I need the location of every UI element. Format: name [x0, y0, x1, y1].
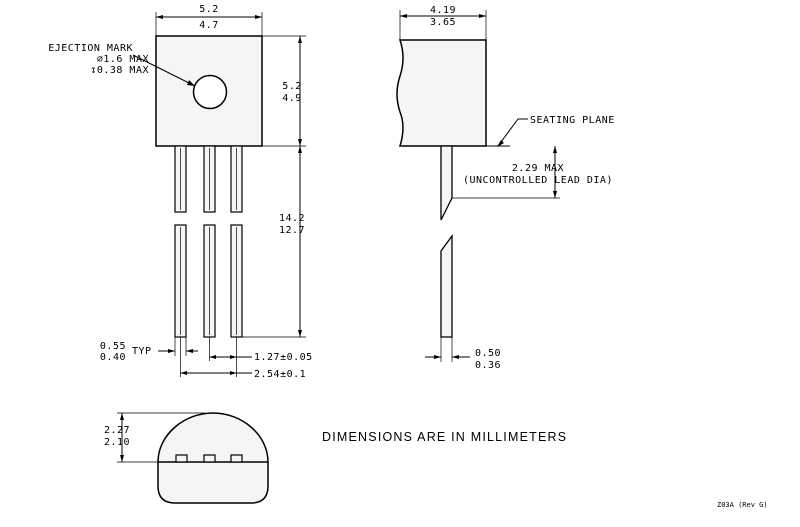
drawing-id: Z03A (Rev G) [717, 501, 768, 509]
seating-plane-label: SEATING PLANE [530, 115, 615, 126]
bottom-height-max: 2.27 [104, 425, 130, 436]
lead-thk-max: 0.50 [475, 348, 501, 359]
ejection-mark-label: EJECTION MARK [48, 43, 133, 54]
typ-label: TYP [132, 346, 152, 357]
width-min: 4.7 [199, 20, 219, 31]
thickness-min: 3.65 [430, 17, 456, 28]
ejection-depth: ↧0.38 MAX [90, 65, 149, 76]
lead-length-max: 14.2 [279, 213, 305, 224]
width-max: 5.2 [199, 4, 219, 15]
body-height-max: 5.2 [282, 81, 302, 92]
bottom-view: 2.27 2.10 [104, 412, 269, 504]
ejection-dia: ∅1.6 MAX [97, 54, 149, 65]
bottom-height-min: 2.10 [104, 437, 130, 448]
ejection-mark-circle [192, 74, 228, 110]
pad-3 [230, 454, 243, 463]
dimensions-note: DIMENSIONS ARE IN MILLIMETERS [322, 430, 567, 444]
side-lead-lower [440, 234, 453, 338]
side-view: 4.19 3.65 SEATING PLANE 2.29 MAX (UNCONT… [396, 5, 615, 371]
lead-dia-note: (UNCONTROLLED LEAD DIA) [463, 175, 613, 186]
package-body-side [396, 39, 487, 147]
front-view: 5.2 4.7 EJECTION MARK ∅1.6 MAX ↧0.38 MAX… [48, 4, 312, 380]
span-dim: 2.54±0.1 [254, 369, 306, 380]
lead-width-max: 0.55 [100, 341, 126, 352]
lead-width-min: 0.40 [100, 352, 126, 363]
pad-1 [175, 454, 188, 463]
lead-dia-value: 2.29 MAX [512, 163, 564, 174]
side-lead-upper [440, 145, 453, 221]
thickness-max: 4.19 [430, 5, 456, 16]
lead-length-min: 12.7 [279, 225, 305, 236]
pad-2 [203, 454, 216, 463]
pitch-dim: 1.27±0.05 [254, 352, 313, 363]
lead-thk-min: 0.36 [475, 360, 501, 371]
body-height-min: 4.9 [282, 93, 302, 104]
